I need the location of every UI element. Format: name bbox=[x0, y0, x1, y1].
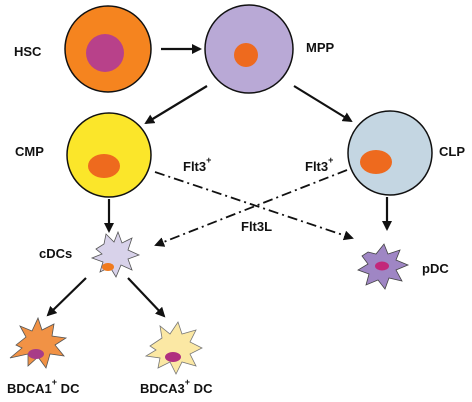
cmp-flt3-label: Flt3+ bbox=[183, 156, 211, 174]
bdca1-dc-label-tail: DC bbox=[57, 381, 80, 396]
bdca1-dc-label: BDCA1+ DC bbox=[7, 378, 80, 396]
arrow-mpp-to-cmp bbox=[144, 85, 208, 125]
cmp-label: CMP bbox=[15, 144, 44, 159]
arrow-cdcs-to-bdca1 bbox=[46, 277, 87, 317]
bdca1-dc-label-main: BDCA1 bbox=[7, 381, 52, 396]
cmp-nucleus bbox=[88, 154, 120, 178]
bdca1-dc-cell-body bbox=[9, 316, 68, 369]
hsc-cell bbox=[64, 5, 152, 93]
arrow-cdcs-to-bdca3 bbox=[127, 277, 166, 318]
pdc-nucleus bbox=[375, 261, 389, 271]
pdc-label: pDC bbox=[422, 261, 449, 276]
clp-cell bbox=[347, 110, 433, 196]
clp-flt3-label-main: Flt3 bbox=[305, 159, 329, 174]
mpp-nucleus bbox=[234, 43, 258, 67]
hsc-nucleus bbox=[86, 34, 124, 72]
cdcs-label: cDCs bbox=[39, 246, 73, 261]
cmp-cell bbox=[66, 112, 152, 198]
clp-label: CLP bbox=[439, 144, 465, 159]
bdca1-dc-nucleus bbox=[28, 349, 44, 359]
bdca3-dc-cell bbox=[144, 321, 203, 375]
clp-flt3-label-sup: + bbox=[328, 155, 334, 165]
mpp-label: MPP bbox=[306, 40, 335, 55]
cmp-flt3-label-main: Flt3 bbox=[183, 159, 207, 174]
pdc-cell bbox=[357, 243, 410, 290]
arrow-clp-to-cdcs-flt3 bbox=[154, 169, 348, 247]
cdc-cell bbox=[90, 230, 141, 278]
hsc-label: HSC bbox=[14, 44, 42, 59]
clp-cell-body bbox=[347, 110, 433, 196]
bdca3-dc-label-sup: + bbox=[184, 377, 191, 387]
cdc-nucleus bbox=[102, 263, 114, 271]
bdca1-dc-label-sup: + bbox=[51, 377, 58, 387]
arrow-cmp-to-pdc-flt3 bbox=[154, 171, 354, 241]
cdc-cell-body bbox=[90, 230, 141, 278]
bdca1-dc-cell bbox=[9, 316, 68, 369]
bdca3-dc-nucleus bbox=[165, 352, 181, 362]
bdca3-dc-label-tail: DC bbox=[190, 381, 213, 396]
cmp-flt3-label-sup: + bbox=[206, 155, 212, 165]
bdca3-dc-cell-body bbox=[144, 321, 203, 375]
arrow-mpp-to-clp bbox=[293, 85, 353, 123]
clp-nucleus bbox=[360, 150, 392, 174]
bdca3-dc-label-main: BDCA3 bbox=[140, 381, 185, 396]
clp-flt3-label: Flt3+ bbox=[305, 156, 333, 174]
flt3l-label: Flt3L bbox=[241, 219, 273, 234]
bdca3-dc-label: BDCA3+ DC bbox=[140, 378, 213, 396]
mpp-cell bbox=[204, 4, 294, 94]
